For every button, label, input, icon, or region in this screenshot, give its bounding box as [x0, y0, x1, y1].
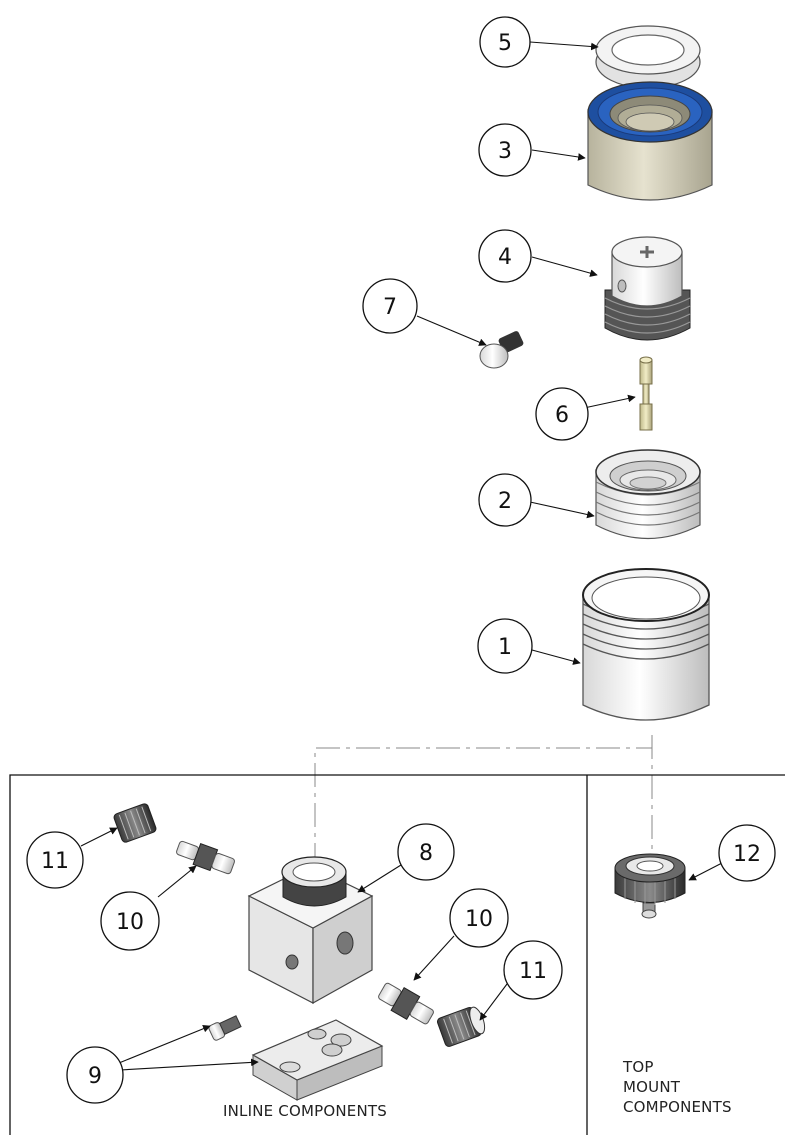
svg-text:9: 9 — [88, 1064, 102, 1089]
svg-text:11: 11 — [519, 959, 547, 984]
svg-text:1: 1 — [498, 635, 512, 660]
svg-text:6: 6 — [555, 403, 569, 428]
callout-3: 3 — [478, 123, 532, 177]
callout-4: 4 — [478, 229, 532, 283]
part-10-fitting-upper — [176, 840, 235, 875]
top-mount-components-label: TOP MOUNT COMPONENTS — [623, 1057, 732, 1117]
callout-7: 7 — [362, 278, 418, 334]
svg-text:3: 3 — [498, 139, 512, 164]
part-11-nut-lower — [436, 1006, 486, 1047]
part-7-fitting — [479, 331, 524, 369]
top-mount-label-line-2: MOUNT — [623, 1078, 681, 1096]
top-mount-label-line-1: TOP — [623, 1058, 654, 1076]
svg-text:2: 2 — [498, 489, 512, 514]
part-11-nut-upper — [113, 803, 157, 843]
part-2-insert — [595, 449, 701, 539]
callout-1: 1 — [477, 618, 533, 674]
callout-9: 9 — [66, 1046, 124, 1104]
part-8-manifold-block — [247, 856, 374, 1005]
part-1-body — [582, 568, 710, 721]
callout-8: 8 — [397, 823, 455, 881]
callout-10-upper: 10 — [100, 891, 160, 951]
svg-text:7: 7 — [383, 295, 397, 320]
part-9-screw — [208, 1015, 242, 1041]
leader-lines — [80, 41, 723, 1071]
inline-components-label: INLINE COMPONENTS — [223, 1102, 387, 1120]
svg-text:11: 11 — [41, 849, 69, 874]
component-panels — [9, 774, 785, 1135]
part-5-ring — [595, 25, 701, 89]
callout-11-lower: 11 — [503, 940, 563, 1000]
callout-11-upper: 11 — [26, 831, 84, 889]
svg-text:12: 12 — [733, 842, 761, 867]
svg-text:8: 8 — [419, 841, 433, 866]
part-3-nut — [587, 81, 713, 201]
callout-5: 5 — [479, 16, 531, 68]
assembly-guide-lines — [314, 735, 653, 867]
part-12-top-mount-fitting — [614, 853, 686, 919]
callout-6: 6 — [535, 387, 589, 441]
svg-text:5: 5 — [498, 31, 512, 56]
part-10-fitting-lower — [378, 982, 434, 1025]
callout-2: 2 — [478, 473, 532, 527]
top-mount-label-line-3: COMPONENTS — [623, 1098, 732, 1116]
part-4-cap — [604, 236, 691, 341]
svg-text:10: 10 — [465, 907, 493, 932]
part-9-plate — [251, 1019, 384, 1101]
part-6-pin — [639, 356, 653, 431]
callout-12: 12 — [718, 824, 776, 882]
svg-text:10: 10 — [116, 910, 144, 935]
callout-10-lower: 10 — [449, 888, 509, 948]
svg-text:4: 4 — [498, 245, 512, 270]
